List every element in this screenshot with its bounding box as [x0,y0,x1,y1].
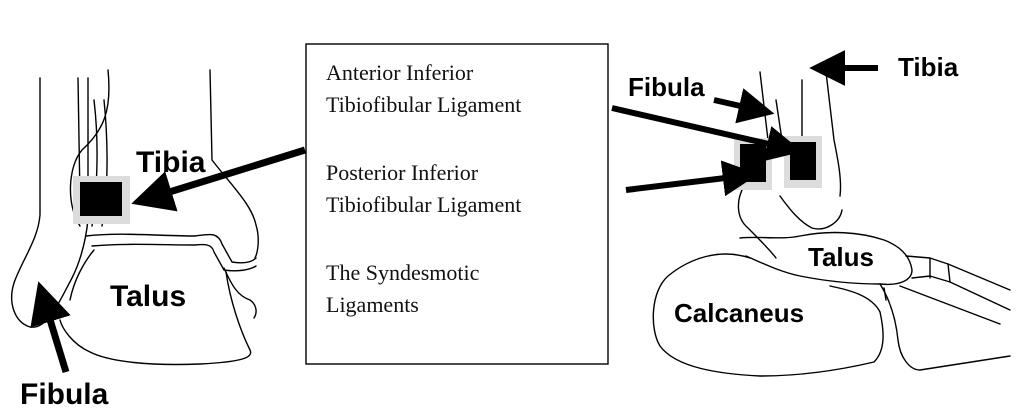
right-fibula-shaft [759,71,783,141]
left-talus-medial [223,267,257,319]
right-fibula-label: Fibula [628,72,705,102]
right-legend-arrow-2 [625,160,759,197]
right-fibula-arrow [713,88,775,124]
left-tibia-label: Tibia [136,146,206,179]
left-talus-label: Talus [110,280,186,313]
legend-item-1-line-1: Anterior Inferior [326,60,474,85]
right-calcaneus-label: Calcaneus [674,298,804,328]
right-ligament-marker-2 [790,142,816,180]
legend-box: Anterior Inferior Tibiofibular Ligament … [305,43,609,365]
legend-item-3-line-2: Ligaments [326,292,419,317]
legend-item-2-line-1: Posterior Inferior [326,160,479,185]
right-ligament-marker-1 [740,144,766,182]
left-ligament-marker [80,182,122,216]
legend-item-1-line-2: Tibiofibular Ligament [326,92,521,117]
right-tarsal-lines [883,257,951,301]
left-joint-line-inner [91,243,257,272]
legend-border [305,43,609,365]
right-malleolus-outline [737,185,843,259]
right-foot-view: Fibula Tibia Talus Calcaneus [611,50,1011,377]
right-midfoot-outline [879,255,1011,371]
left-fibula-label: Fibula [20,378,109,411]
right-talus-outline [739,231,913,286]
left-legend-arrow [131,146,307,212]
right-talus-label: Talus [808,242,874,272]
left-joint-line-outer [85,233,257,264]
legend-item-3-line-1: The Syndesmotic [326,260,480,285]
left-talus-outline [59,249,252,366]
right-legend-arrow-1 [611,105,803,162]
right-calcaneus-outline [652,253,884,377]
left-fibula-outline [11,77,89,328]
left-ankle-view: Tibia Talus Fibula [11,69,307,411]
right-tibia-label: Tibia [898,52,959,82]
legend-item-2-line-2: Tibiofibular Ligament [326,192,521,217]
left-fibula-arrow [30,281,71,374]
